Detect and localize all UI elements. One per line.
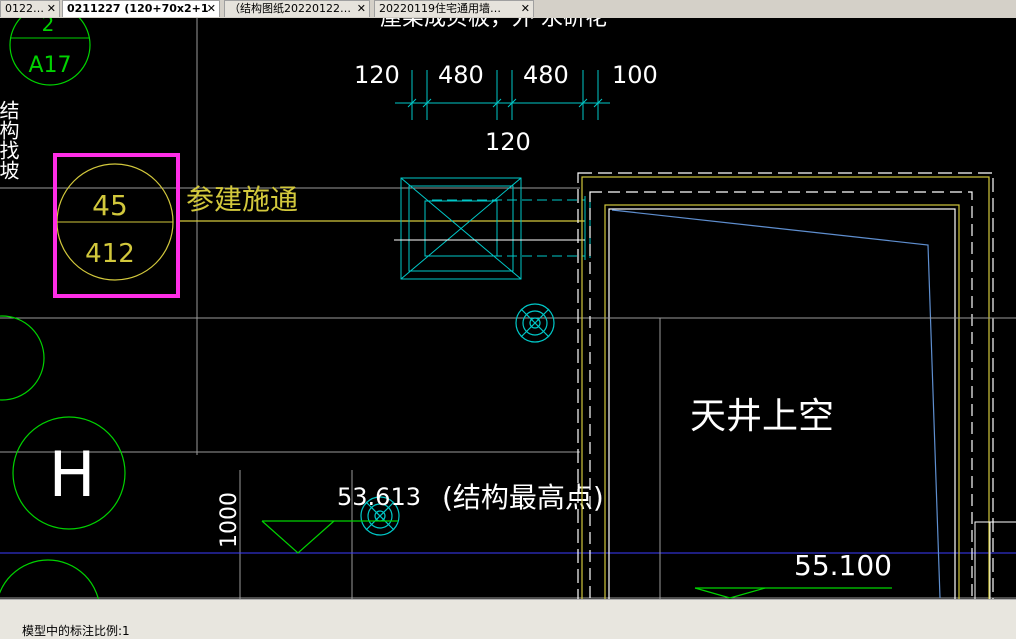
elevation-marker-1: [261, 520, 398, 554]
drawing-canvas[interactable]: 屋架成贝板，外 永研花 120 480 480 100 120 A17 2: [0, 4, 1016, 639]
detail-number-bottom: 412: [85, 239, 135, 269]
close-icon[interactable]: ✕: [520, 2, 530, 15]
adjacent-wall: [974, 521, 1016, 603]
dim-text-1000: 1000: [217, 492, 242, 548]
dimension-line: [395, 70, 610, 120]
svg-text:2: 2: [42, 18, 55, 36]
shaft-label: 天井上空: [690, 396, 834, 437]
dim-text-120: 120: [354, 61, 400, 89]
top-partial-text: 屋架成贝板，外 永研花: [380, 18, 607, 31]
dim-text-100: 100: [612, 61, 658, 89]
detail-note-text: 参建施通: [186, 183, 298, 216]
elevation-note: (结构最高点): [442, 481, 604, 514]
drain-box: [400, 177, 591, 280]
dim-text-480-a: 480: [438, 61, 484, 89]
tab-label: 20220119住宅通用墙…: [379, 2, 501, 15]
close-icon[interactable]: ✕: [356, 2, 366, 15]
cad-drawing: 屋架成贝板，外 永研花 120 480 480 100 120 A17 2: [0, 4, 1016, 639]
axis-label-a17: A17: [28, 53, 71, 78]
annotation-scale-status: 模型中的标注比例:1: [22, 624, 130, 638]
elevation-marker-2: [694, 587, 892, 599]
elevation-text-2: 55.100: [794, 549, 892, 582]
floor-drain-symbol: [515, 303, 555, 343]
tab-drawing-4[interactable]: 20220119住宅通用墙… ✕: [374, 0, 534, 17]
axis-bubble-h: [12, 416, 126, 530]
tab-label: （结构图纸20220122…: [229, 2, 351, 15]
left-vertical-text: 结构找坡: [0, 100, 20, 180]
document-tab-bar: 0122… ✕ 0211227 (120+70x2+1 ✕ （结构图纸20220…: [0, 0, 1016, 19]
shaft-walls: [577, 172, 994, 614]
axis-bubble-partial-bottom: [0, 559, 101, 639]
tab-label: 0211227 (120+70x2+1: [67, 2, 209, 15]
tab-drawing-2-active[interactable]: 0211227 (120+70x2+1 ✕: [62, 0, 220, 17]
dim-text-120-below: 120: [485, 128, 531, 156]
dim-text-480-b: 480: [523, 61, 569, 89]
axis-label-h: H: [49, 438, 96, 511]
detail-number-top: 45: [92, 189, 128, 222]
elevation-text-1: 53.613: [337, 483, 421, 511]
tab-label: 0122…: [5, 2, 44, 15]
close-icon[interactable]: ✕: [206, 2, 216, 15]
magenta-highlight-box: [53, 153, 180, 298]
tab-drawing-3[interactable]: （结构图纸20220122… ✕: [224, 0, 370, 17]
axis-bubble-partial: [0, 315, 45, 401]
close-icon[interactable]: ✕: [46, 2, 56, 15]
status-bar: 模型中的标注比例:1: [0, 599, 1016, 639]
tab-drawing-1[interactable]: 0122… ✕: [0, 0, 60, 17]
